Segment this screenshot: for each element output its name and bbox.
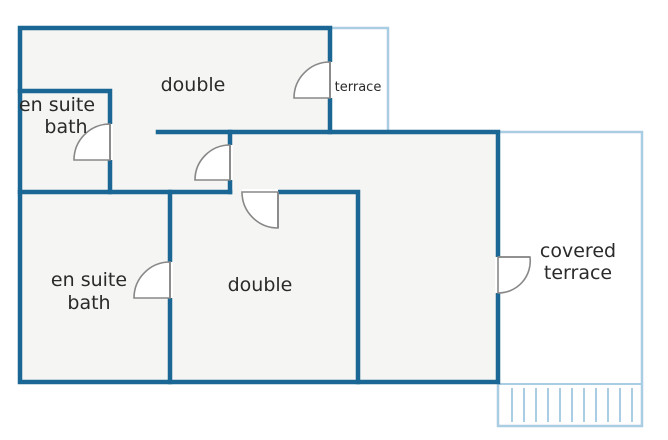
room-label-ensuite-bottom-line2: bath xyxy=(67,292,110,314)
doors xyxy=(73,61,532,299)
room-label-double-top: double xyxy=(161,74,226,96)
room-label-ensuite-top-line2: bath xyxy=(44,116,87,138)
room-label-terrace: terrace xyxy=(335,80,382,95)
room-label-covered-terrace-line1: covered xyxy=(540,240,616,262)
exterior-wall xyxy=(17,25,501,385)
ensuite-top-door xyxy=(73,123,113,161)
double-bottom-top-right-wall xyxy=(275,189,361,385)
interior-floor xyxy=(20,28,498,382)
double-bottom-door xyxy=(241,189,279,229)
room-label-covered-terrace-line2: terrace xyxy=(544,262,612,284)
covered-terrace-door xyxy=(495,256,532,294)
room-label-double-bottom: double xyxy=(228,274,293,296)
covered-terrace-railing xyxy=(511,388,633,422)
terrace-door xyxy=(293,61,333,99)
room-labels: double en suite bath terrace en suite ba… xyxy=(19,74,616,314)
ensuite-bottom-door xyxy=(133,261,173,299)
walls xyxy=(17,25,501,385)
room-label-ensuite-bottom-line1: en suite xyxy=(51,269,127,291)
room-label-ensuite-top-line1: en suite xyxy=(19,94,95,116)
double-top-door xyxy=(194,144,233,181)
